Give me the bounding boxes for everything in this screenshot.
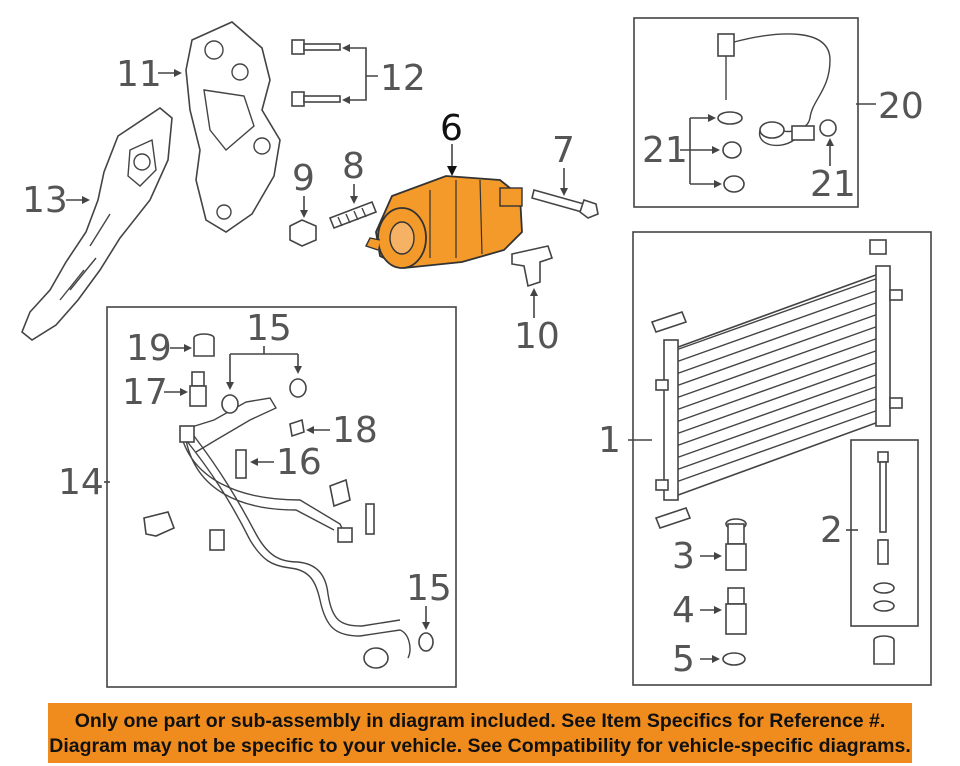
callout-17: 17 bbox=[122, 372, 168, 413]
callout-18: 18 bbox=[332, 410, 378, 451]
callout-15-lower: 15 bbox=[406, 568, 452, 609]
callout-numbers: 11 12 13 9 8 6 7 10 20 21 21 1 2 3 4 5 1… bbox=[22, 54, 924, 680]
part-7-bolt[interactable] bbox=[531, 189, 599, 219]
part-20-harness[interactable] bbox=[717, 33, 831, 147]
hose-bracket bbox=[329, 478, 351, 508]
callout-21-right: 21 bbox=[810, 164, 856, 205]
callout-1: 1 bbox=[598, 420, 621, 461]
callout-10: 10 bbox=[514, 316, 560, 357]
part-2-dryer[interactable] bbox=[873, 451, 895, 612]
part-5-o-ring[interactable] bbox=[722, 652, 746, 666]
callout-11: 11 bbox=[116, 54, 162, 95]
part-11-bracket[interactable] bbox=[185, 21, 281, 233]
callout-2: 2 bbox=[820, 510, 843, 551]
callout-6: 6 bbox=[440, 108, 463, 149]
callout-4: 4 bbox=[672, 590, 695, 631]
callout-9: 9 bbox=[292, 158, 315, 199]
part-4-sensor[interactable] bbox=[725, 587, 747, 635]
part-1-condenser[interactable] bbox=[655, 239, 903, 501]
notice-line-1: Only one part or sub-assembly in diagram… bbox=[74, 710, 886, 732]
callout-8: 8 bbox=[342, 146, 365, 187]
part-14-hose-assembly[interactable] bbox=[143, 397, 411, 669]
condenser-fins bbox=[675, 275, 885, 483]
box-14-hoses bbox=[106, 306, 457, 688]
part-15-o-ring-left[interactable] bbox=[221, 394, 239, 414]
callout-3: 3 bbox=[672, 536, 695, 577]
part-8-stud[interactable] bbox=[328, 200, 378, 230]
callout-12: 12 bbox=[380, 58, 426, 99]
box-1-condenser bbox=[632, 231, 932, 686]
callout-14: 14 bbox=[58, 462, 104, 503]
part-3-valve[interactable] bbox=[725, 518, 747, 571]
notice-banner: Only one part or sub-assembly in diagram… bbox=[48, 703, 912, 763]
part-21-o-rings[interactable] bbox=[717, 111, 837, 193]
part-17-switch[interactable] bbox=[189, 371, 207, 407]
seal-tube-upper bbox=[650, 311, 688, 333]
seal-tube-lower bbox=[654, 507, 692, 529]
part-9-nut[interactable] bbox=[289, 219, 317, 247]
callout-20: 20 bbox=[878, 86, 924, 127]
part-15-o-ring-lower[interactable] bbox=[418, 632, 434, 652]
callout-5: 5 bbox=[672, 639, 695, 680]
part-19-cap[interactable] bbox=[193, 333, 215, 357]
leader-lines bbox=[66, 44, 876, 663]
parts-diagram: 11 12 13 9 8 6 7 10 20 21 21 1 2 3 4 5 1… bbox=[21, 17, 932, 688]
part-13-shield[interactable] bbox=[21, 107, 173, 341]
callout-15-top: 15 bbox=[246, 308, 292, 349]
dryer-cap bbox=[873, 635, 895, 665]
hose-pin bbox=[365, 503, 375, 535]
notice-line-2: Diagram may not be specific to your vehi… bbox=[49, 735, 911, 757]
part-6-compressor[interactable] bbox=[365, 175, 523, 269]
callout-19: 19 bbox=[126, 328, 172, 369]
part-16-tube[interactable] bbox=[235, 449, 247, 479]
callout-7: 7 bbox=[552, 130, 575, 171]
part-15-o-ring-right[interactable] bbox=[289, 378, 307, 398]
box-2-dryer bbox=[850, 439, 919, 627]
part-10-clip[interactable] bbox=[511, 245, 554, 288]
callout-13: 13 bbox=[22, 180, 68, 221]
part-18-clip[interactable] bbox=[289, 418, 305, 438]
callout-21-left: 21 bbox=[642, 130, 688, 171]
callout-16: 16 bbox=[276, 442, 322, 483]
part-12-bolts[interactable] bbox=[291, 39, 341, 107]
box-20-harness bbox=[633, 17, 859, 208]
